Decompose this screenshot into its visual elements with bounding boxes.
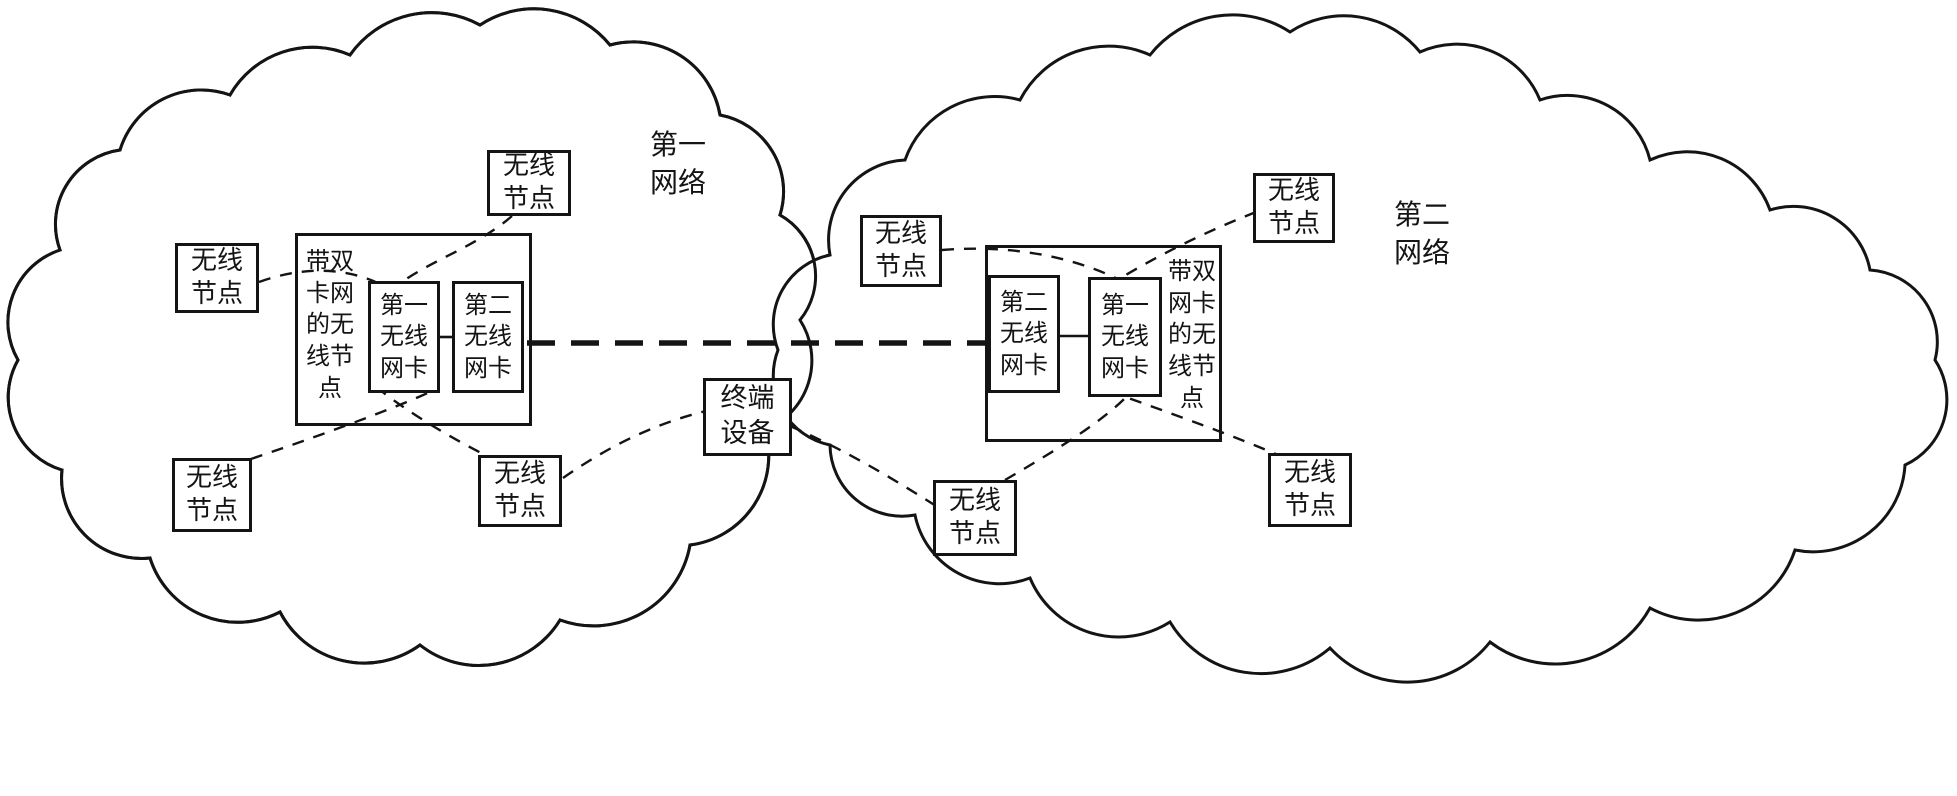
net2-wireless-node-bottom-left: 无线节点 bbox=[933, 480, 1017, 556]
net1-wireless-node-bottom-left: 无线节点 bbox=[172, 458, 252, 532]
net2-wireless-node-bottom-right: 无线节点 bbox=[1268, 453, 1352, 527]
net1-second-wireless-card: 第二无线网卡 bbox=[452, 281, 524, 393]
terminal-device-box: 终端设备 bbox=[703, 378, 792, 456]
net2-wireless-node-top-left: 无线节点 bbox=[860, 215, 942, 287]
net2-dual-card-node-label: 带双网卡的无线节点 bbox=[1168, 257, 1216, 412]
net1-wireless-node-bottom-center: 无线节点 bbox=[478, 455, 562, 527]
net1-first-wireless-card: 第一无线网卡 bbox=[368, 281, 440, 393]
network2-cloud-shape bbox=[771, 13, 1949, 684]
net1-dual-card-node-box bbox=[295, 233, 532, 426]
net2-second-wireless-card: 第二无线网卡 bbox=[988, 275, 1060, 393]
link-net1-bottomleft-node-to-card bbox=[229, 390, 431, 468]
net2-dual-card-node-box bbox=[985, 245, 1222, 442]
link-net2-bottomright-node-to-card bbox=[1111, 390, 1286, 460]
network2-title: 第二网络 bbox=[1393, 198, 1450, 269]
net1-dual-card-node-label: 带双卡网的无线节点 bbox=[306, 247, 354, 402]
net2-first-wireless-card: 第一无线网卡 bbox=[1088, 277, 1162, 397]
net1-wireless-node-top: 无线节点 bbox=[487, 150, 571, 216]
net2-wireless-node-top-right: 无线节点 bbox=[1253, 173, 1335, 243]
net1-wireless-node-left: 无线节点 bbox=[175, 243, 259, 313]
network1-title: 第一网络 bbox=[649, 128, 706, 199]
link-net2-bottomleft-node-to-card bbox=[1004, 392, 1131, 482]
